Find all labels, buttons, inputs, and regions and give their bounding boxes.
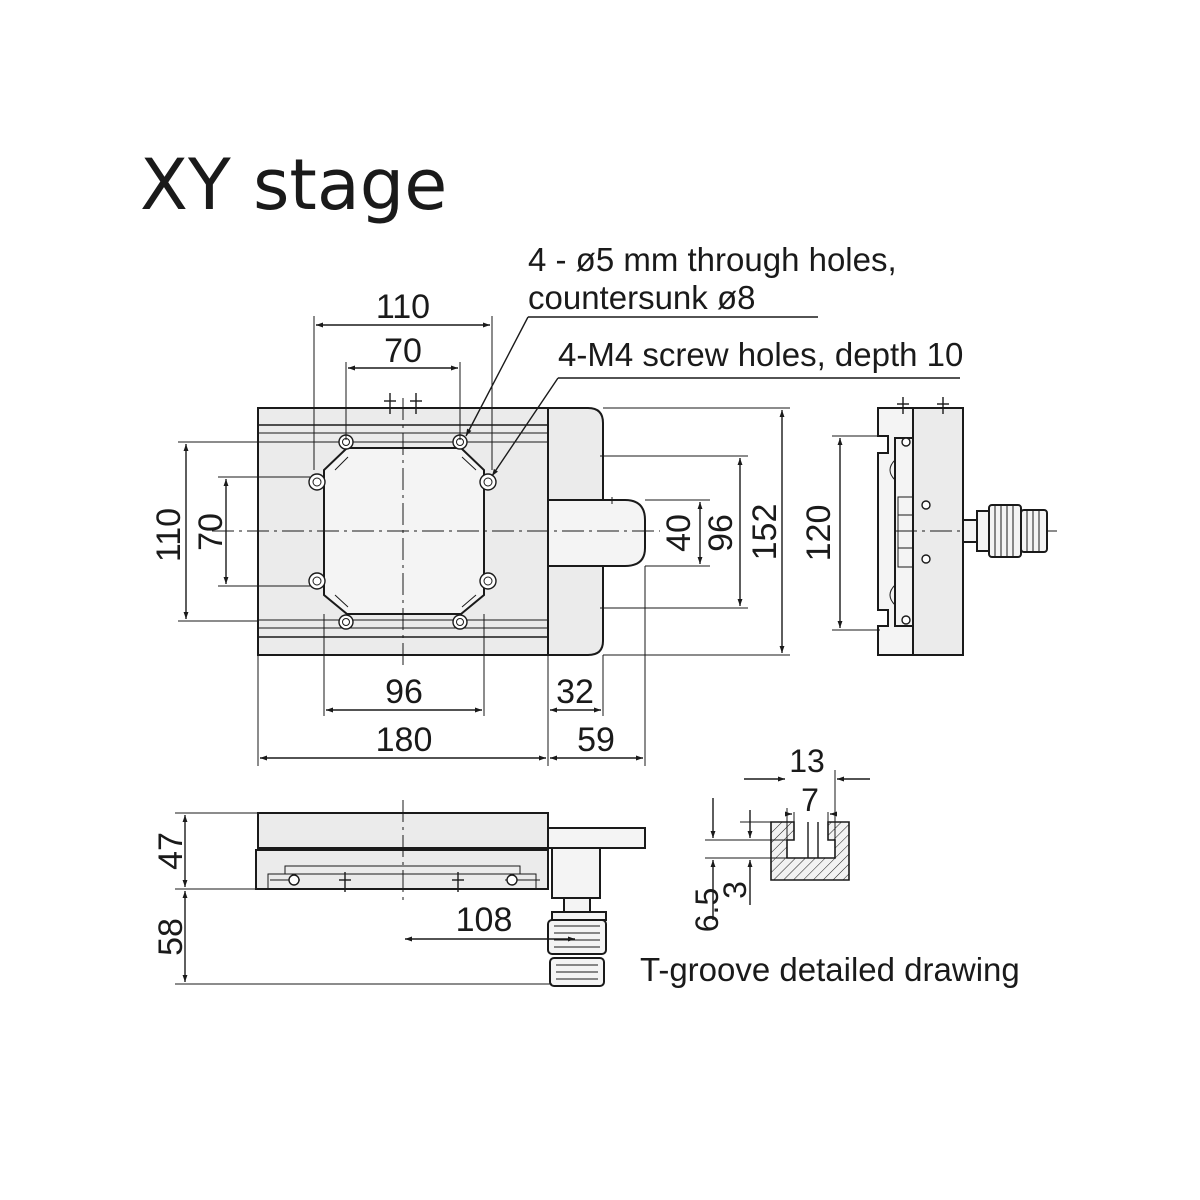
page-title: XY stage <box>140 144 447 226</box>
callout-through-holes-line1: 4 - ø5 mm through holes, <box>528 241 897 278</box>
top-screws-icon <box>384 393 422 414</box>
front-knob-icon <box>547 847 607 987</box>
dim-groove-3: 3 <box>717 881 753 899</box>
dim-front-47: 47 <box>152 832 190 870</box>
dim-right-96: 96 <box>702 514 740 552</box>
dim-bottom-180: 180 <box>376 721 433 759</box>
t-groove-detail: 13 7 6.5 3 T-groove detailed drawing <box>640 743 1020 988</box>
dim-groove-13: 13 <box>789 743 825 779</box>
dim-groove-7: 7 <box>801 782 819 818</box>
dim-front-108: 108 <box>456 901 513 939</box>
dim-left-110: 110 <box>150 508 188 562</box>
top-view: 110 70 110 70 96 180 32 59 40 <box>150 241 963 766</box>
dim-left-70: 70 <box>192 513 230 551</box>
front-handle <box>547 827 646 849</box>
t-groove-caption: T-groove detailed drawing <box>640 951 1020 988</box>
dim-bottom-96: 96 <box>385 673 423 711</box>
t-groove-section <box>770 821 850 881</box>
front-view: 47 58 108 <box>152 800 646 987</box>
screw-holes-icon <box>308 473 497 590</box>
side-view: 120 <box>800 397 1060 656</box>
dim-right-40: 40 <box>660 514 698 552</box>
dim-front-58: 58 <box>152 918 190 956</box>
front-base <box>255 849 549 890</box>
side-screws-icon <box>897 397 949 625</box>
knob-icon <box>962 504 1048 558</box>
dim-top-70: 70 <box>384 332 422 370</box>
callout-through-holes-line2: countersunk ø8 <box>528 279 755 316</box>
dim-side-120: 120 <box>800 505 838 562</box>
dim-top-110: 110 <box>376 288 430 326</box>
dim-bottom-32: 32 <box>556 673 594 711</box>
front-screws-icon <box>288 872 518 892</box>
dim-right-152: 152 <box>746 504 784 561</box>
dim-groove-6-5: 6.5 <box>689 888 725 932</box>
dim-bottom-59: 59 <box>577 721 615 759</box>
callout-screw-holes: 4-M4 screw holes, depth 10 <box>558 336 963 373</box>
through-holes-icon <box>338 434 468 630</box>
handle-tab <box>547 499 646 567</box>
